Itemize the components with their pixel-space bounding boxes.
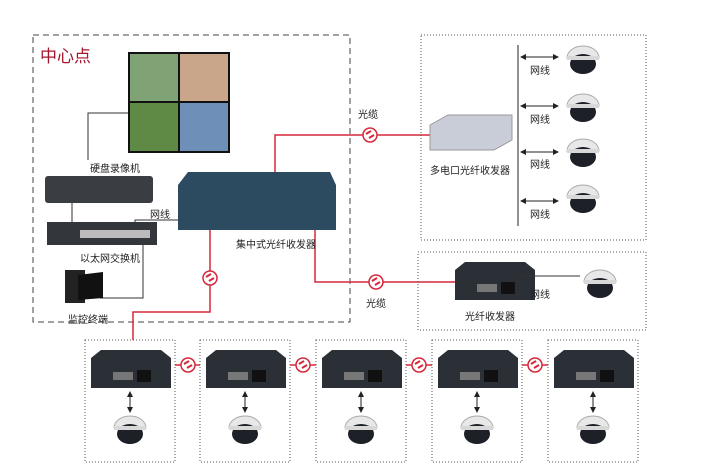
bottom-chain — [84, 339, 639, 463]
fiber-icon — [202, 270, 218, 286]
fiber-label-top: 光缆 — [358, 110, 378, 121]
camera-icon — [566, 93, 600, 123]
fiber-transceiver — [91, 350, 171, 388]
cable-label: 网线 — [530, 160, 550, 171]
multiport-transceiver — [429, 114, 513, 151]
multiport-label: 多电口光纤收发器 — [430, 166, 510, 177]
camera-icon — [566, 45, 600, 75]
center-boundary — [32, 34, 351, 323]
camera-icon — [566, 184, 600, 214]
fiber-icon — [362, 127, 378, 143]
fiber-transceiver — [554, 350, 634, 388]
cable-label: 网线 — [530, 290, 550, 301]
fiber-icon — [527, 357, 543, 373]
video-wall — [128, 52, 230, 153]
fiber-icon — [295, 357, 311, 373]
fiber-transceiver — [206, 350, 286, 388]
center-title: 中心点 — [40, 47, 91, 67]
cable-label: 网线 — [150, 210, 170, 221]
camera-icon — [566, 138, 600, 168]
switch-label: 以太网交换机 — [80, 254, 140, 265]
transceiver-label: 光纤收发器 — [465, 312, 515, 323]
top-branch-boundary — [420, 34, 647, 241]
fiber-transceiver — [438, 350, 518, 388]
cable-label: 网线 — [530, 210, 550, 221]
rack-label: 集中式光纤收发器 — [236, 240, 316, 251]
camera-icon — [583, 269, 617, 299]
cable-label: 网线 — [530, 115, 550, 126]
cable-label: 网线 — [530, 66, 550, 77]
dvr-label: 硬盘录像机 — [90, 164, 140, 175]
monitor-label: 监控终端 — [68, 315, 108, 326]
rack-transceiver — [178, 172, 336, 230]
fiber-label-mid: 光缆 — [366, 299, 386, 310]
fiber-transceiver — [455, 262, 535, 300]
mid-branch-boundary — [417, 251, 647, 331]
fiber-icon — [411, 357, 427, 373]
monitor-terminal — [65, 270, 103, 303]
fiber-icon — [368, 274, 384, 290]
fiber-icon — [180, 357, 196, 373]
dvr-device — [45, 176, 153, 203]
fiber-transceiver — [322, 350, 402, 388]
